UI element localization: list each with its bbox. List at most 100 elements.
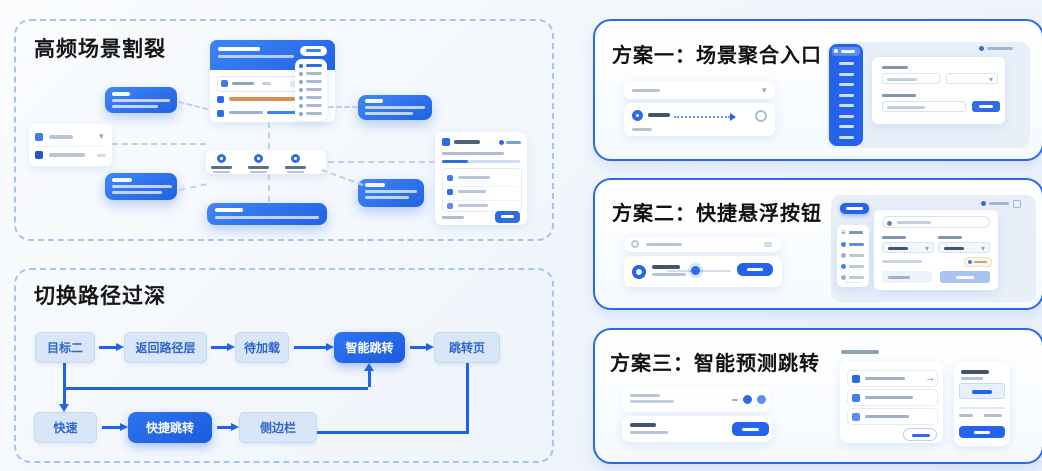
text-placeholder	[888, 276, 910, 279]
text-placeholder	[501, 215, 514, 218]
text-placeholder	[306, 64, 322, 67]
secondary-button[interactable]	[882, 271, 932, 283]
text-placeholder	[984, 414, 1002, 417]
text-placeholder	[442, 160, 468, 163]
text-placeholder	[652, 273, 686, 276]
flow-arrow	[294, 343, 334, 351]
connector-line	[368, 371, 371, 387]
text-placeholder	[839, 83, 854, 86]
search-input[interactable]	[882, 216, 990, 228]
text-placeholder	[849, 265, 864, 268]
header-pill-button[interactable]	[300, 46, 327, 56]
more-outline-button[interactable]	[903, 428, 937, 441]
search-row[interactable]	[217, 76, 307, 92]
text-placeholder	[262, 82, 271, 85]
text-placeholder	[221, 80, 228, 87]
connector-line	[65, 387, 368, 390]
user-icon	[981, 201, 986, 206]
select-input[interactable]: ▾	[882, 242, 934, 253]
text-placeholder	[839, 62, 854, 65]
highlighted-target[interactable]	[959, 383, 1005, 399]
panel-title: 高频场景割裂	[34, 38, 166, 61]
text-placeholder	[652, 265, 680, 269]
text-placeholder	[630, 394, 660, 397]
text-placeholder	[882, 66, 908, 69]
text-input[interactable]	[882, 73, 940, 84]
mini-primary-button[interactable]	[495, 211, 520, 223]
text-placeholder	[849, 276, 864, 279]
panel-title: 切换路径过深	[34, 285, 166, 308]
text-placeholder	[630, 400, 674, 403]
primary-button-disabled[interactable]	[940, 271, 990, 283]
confirm-button[interactable]	[959, 426, 1005, 438]
text-placeholder	[217, 96, 224, 103]
text-placeholder	[306, 96, 322, 99]
text-input[interactable]	[882, 101, 966, 112]
sidebar-header	[832, 47, 860, 56]
text-placeholder	[299, 72, 303, 76]
text-placeholder	[849, 231, 863, 234]
flow-arrow	[410, 343, 434, 351]
mini-dropdown-card[interactable]: ▾	[29, 124, 112, 166]
prediction-item[interactable]	[847, 389, 938, 406]
submit-button[interactable]	[972, 101, 1000, 112]
text-placeholder	[961, 370, 989, 374]
chevron-down-icon: ▾	[99, 131, 104, 141]
floating-pill-button[interactable]	[840, 203, 869, 214]
slider-handle[interactable]	[691, 266, 700, 275]
connector-dashed	[179, 183, 207, 191]
text-placeholder	[306, 72, 322, 75]
action-icon[interactable]	[743, 395, 752, 404]
text-placeholder	[846, 207, 863, 210]
radio-unselected[interactable]	[631, 240, 639, 248]
text-placeholder	[220, 157, 223, 160]
collapsed-row[interactable]	[624, 237, 781, 252]
toggle-switch[interactable]	[755, 110, 767, 122]
options-list[interactable]	[442, 168, 522, 212]
chevron-down-icon: ▾	[989, 75, 994, 84]
select-input[interactable]: ▾	[946, 73, 998, 84]
tag-chip[interactable]	[964, 257, 992, 267]
radio-selected[interactable]	[632, 265, 646, 279]
text-placeholder	[447, 203, 453, 209]
text-placeholder	[112, 105, 158, 108]
text-placeholder	[211, 166, 232, 169]
text-placeholder	[630, 423, 656, 427]
text-placeholder	[865, 415, 909, 418]
preview-caption	[841, 350, 879, 354]
sidebar[interactable]	[829, 44, 863, 146]
connector-dashed	[321, 169, 364, 186]
text-placeholder	[959, 407, 1005, 409]
text-placeholder	[49, 135, 73, 139]
steps-card	[206, 150, 326, 174]
text-placeholder	[632, 128, 652, 131]
mini-sidebar[interactable]: ≡	[837, 225, 869, 287]
text-placeholder	[306, 112, 322, 115]
dropdown-menu[interactable]	[295, 59, 327, 121]
text-placeholder	[112, 99, 170, 102]
select-input[interactable]: ▾	[938, 242, 990, 253]
prediction-item[interactable]: →	[847, 370, 938, 387]
text-placeholder	[112, 178, 132, 182]
text-placeholder	[35, 146, 106, 147]
text-placeholder	[112, 191, 162, 194]
text-placeholder	[882, 260, 922, 263]
progress-bar	[442, 160, 520, 163]
text-placeholder	[112, 92, 130, 96]
select-row[interactable]: ▾	[624, 82, 775, 99]
text-placeholder	[852, 394, 860, 402]
user-icon	[979, 46, 984, 51]
text-placeholder	[447, 200, 517, 201]
form-card: ▾	[872, 57, 1005, 124]
prediction-item[interactable]	[847, 408, 938, 425]
show-button[interactable]	[737, 263, 773, 276]
text-placeholder	[839, 125, 854, 128]
action-icon[interactable]	[757, 395, 766, 404]
scene-entry-card	[624, 103, 775, 136]
jump-button[interactable]	[732, 422, 769, 436]
text-placeholder	[841, 264, 846, 269]
text-placeholder	[299, 104, 303, 108]
text-placeholder	[299, 96, 303, 100]
flow-node: 目标二	[35, 332, 95, 363]
text-placeholder	[956, 276, 974, 279]
